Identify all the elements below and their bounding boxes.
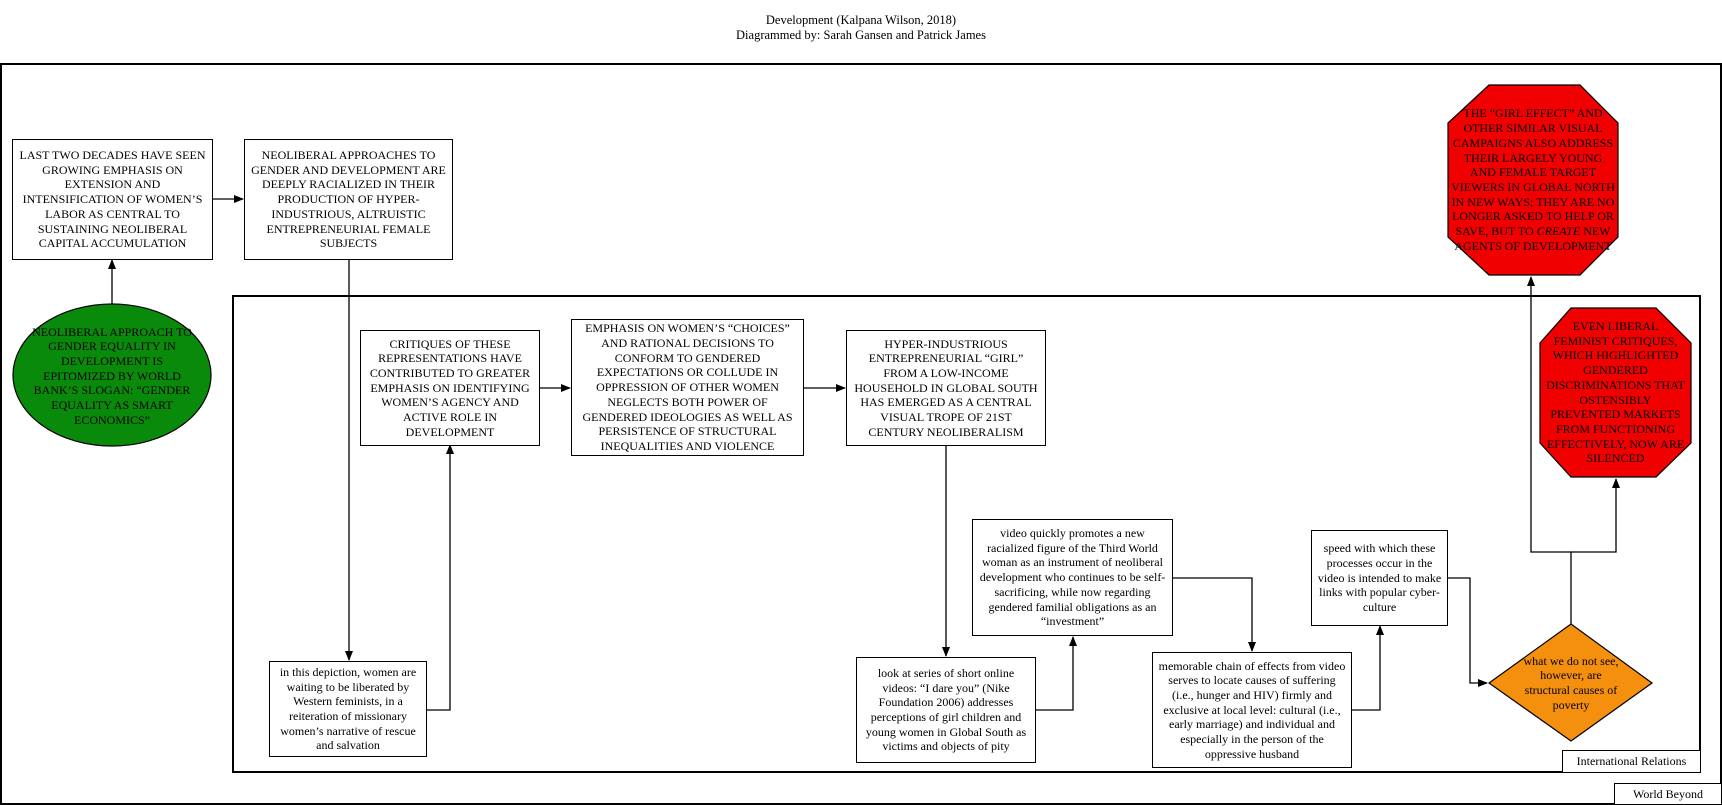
international-relations-frame <box>232 295 1701 773</box>
girl-effect-text-b: NEW AGENTS OF DEVELOPMENT <box>1454 224 1612 253</box>
world-beyond-label: World Beyond <box>1614 783 1722 805</box>
diagram-subtitle: Diagrammed by: Sarah Gansen and Patrick … <box>736 28 986 42</box>
node-girl-trope: HYPER-INDUSTRIOUS ENTREPRENEURIAL “GIRL”… <box>846 330 1046 446</box>
node-critiques: CRITIQUES OF THESE REPRESENTATIONS HAVE … <box>360 330 540 446</box>
node-girl-effect: THE “GIRL EFFECT” AND OTHER SIMILAR VISU… <box>1450 92 1616 268</box>
arrow-not-see-to-girl-effect <box>1527 276 1572 624</box>
international-relations-label: International Relations <box>1562 750 1701 773</box>
world-beyond-frame <box>0 63 1722 805</box>
node-silenced: EVEN LIBERAL FEMINIST CRITIQUES, WHICH H… <box>1546 318 1685 466</box>
diagram-header: Development (Kalpana Wilson, 2018) Diagr… <box>0 13 1722 43</box>
girl-effect-text-a: THE “GIRL EFFECT” AND OTHER SIMILAR VISU… <box>1451 106 1615 239</box>
arrow-dare-you-to-new-figure <box>1036 636 1077 711</box>
node-two-decades: LAST TWO DECADES HAVE SEEN GROWING EMPHA… <box>12 139 213 260</box>
node-racialized: NEOLIBERAL APPROACHES TO GENDER AND DEVE… <box>244 139 453 260</box>
node-new-figure: video quickly promotes a new racialized … <box>972 519 1173 636</box>
girl-effect-text-emphasis: CREATE <box>1536 224 1581 239</box>
node-choices: EMPHASIS ON WOMEN’S “CHOICES” AND RATION… <box>571 319 804 456</box>
diagram-title: Development (Kalpana Wilson, 2018) <box>765 13 957 27</box>
node-chain-effects: memorable chain of effects from video se… <box>1152 652 1352 768</box>
arrow-chain-effects-to-speed <box>1352 625 1384 711</box>
arrow-new-figure-to-chain-effects <box>1173 577 1256 652</box>
arrow-speed-to-not-see <box>1448 577 1488 687</box>
arrow-liberated-to-critiques <box>426 444 454 711</box>
girl-effect-octagon <box>1447 84 1619 276</box>
node-liberated: in this depiction, women are waiting to … <box>269 661 427 757</box>
silenced-octagon <box>1539 307 1692 478</box>
node-dare-you: look at series of short online videos: “… <box>856 657 1036 763</box>
node-not-see: what we do not see, however, are structu… <box>1523 653 1619 712</box>
arrow-not-see-to-silenced <box>1571 478 1620 553</box>
not-see-diamond <box>1487 623 1654 742</box>
node-world-bank: NEOLIBERAL APPROACH TO GENDER EQUALITY I… <box>32 324 192 427</box>
node-speed: speed with which these processes occur i… <box>1311 530 1448 626</box>
